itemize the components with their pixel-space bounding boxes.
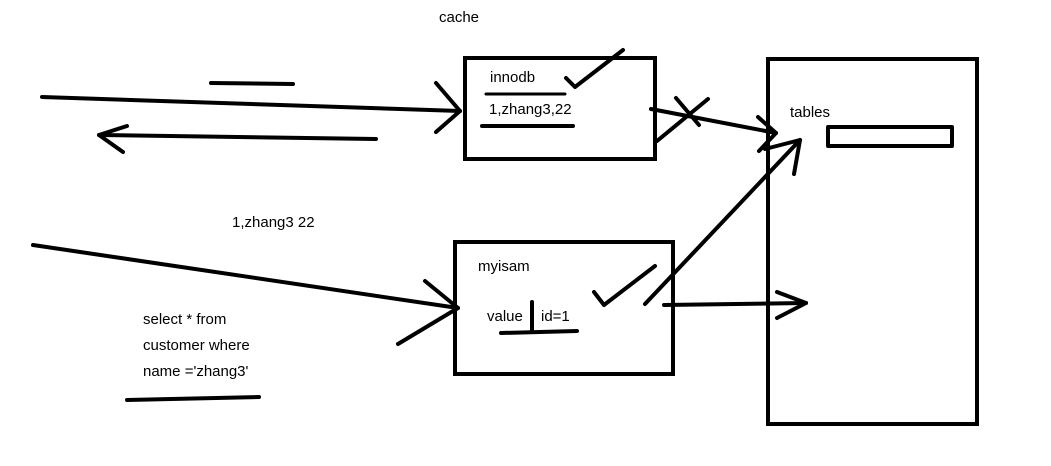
innodb-row-text: 1,zhang3,22 [489,101,572,118]
innodb-box [463,56,657,161]
response-arrow-head [97,124,129,154]
query-line-3: name ='zhang3' [143,363,249,380]
request-stroke-mark [209,81,295,86]
request-arrow-to-myisam [31,243,460,310]
tables-cell-rect [826,125,954,148]
tables-label: tables [790,104,831,121]
myisam-field-underline [499,329,579,335]
myisam-to-tables-diagonal-head [763,138,802,176]
innodb-checkmark [564,48,625,89]
request-arrow-to-myisam-head [396,279,460,346]
query-underline [125,395,261,402]
innodb-to-tables-arrowhead [756,115,778,153]
request-arrow-to-innodb [40,95,462,113]
myisam-box [453,240,675,376]
request-arrow-to-innodb-head [434,81,462,134]
myisam-to-tables-arrow [662,301,808,307]
myisam-value-text: value [487,308,523,325]
myisam-to-tables-diagonal [643,138,802,306]
myisam-to-tables-arrowhead [775,290,808,320]
tables-box [766,57,979,426]
query-line-1: select * from [143,311,227,328]
myisam-id-text: id=1 [541,308,570,325]
cache-label: cache [439,9,480,26]
innodb-label: innodb [490,69,536,86]
response-arrow-from-innodb [97,133,378,141]
myisam-checkmark [592,264,657,307]
cross-mark-a [674,96,701,127]
data-row-text: 1,zhang3 22 [232,214,315,231]
myisam-label: myisam [478,258,530,275]
innodb-to-tables-arrow [649,107,778,135]
cross-mark-b [655,97,710,143]
query-line-2: customer where [143,337,250,354]
